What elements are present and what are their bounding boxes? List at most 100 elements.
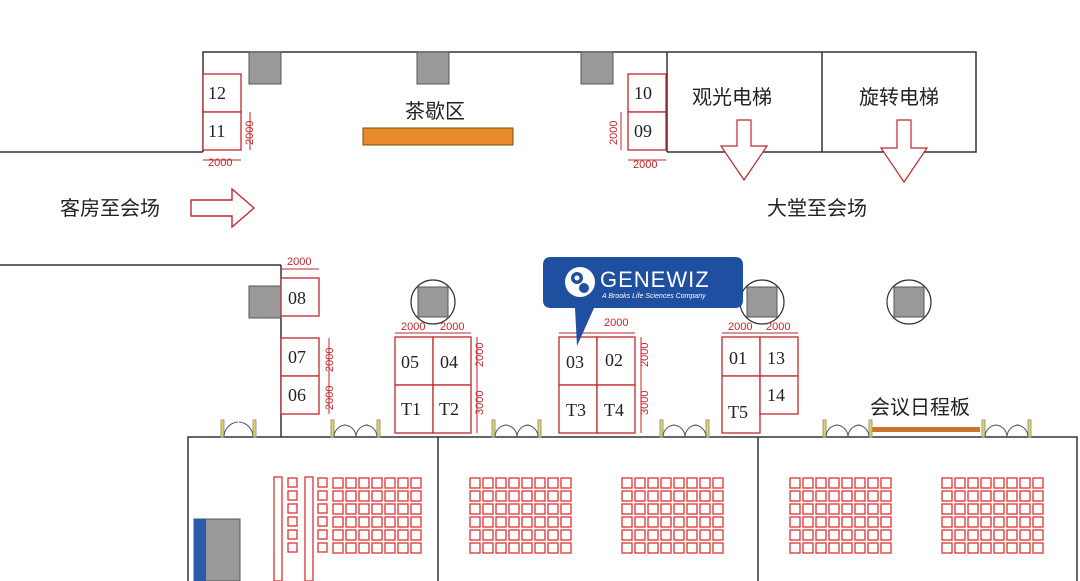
seat: [384, 529, 396, 541]
seat: [384, 516, 396, 528]
booth-t2[interactable]: T2: [432, 384, 472, 434]
dim-booth-11: 2000 2000: [203, 112, 256, 169]
left-hall: [193, 476, 314, 581]
svg-text:2000: 2000: [324, 386, 336, 410]
booth-02[interactable]: 02: [596, 336, 636, 386]
seat: [287, 529, 298, 540]
seat: [358, 516, 370, 528]
seat: [867, 516, 879, 528]
booth-08[interactable]: 08: [280, 277, 320, 317]
seat: [954, 490, 966, 502]
seat: [1019, 542, 1031, 554]
booth-09[interactable]: 09: [627, 111, 667, 151]
seat: [1019, 477, 1031, 489]
seat: [508, 490, 520, 502]
booth-05[interactable]: 05: [394, 336, 434, 386]
seat: [993, 516, 1005, 528]
seat: [980, 529, 992, 541]
genewiz-tagline: A Brooks Life Sciences Company: [601, 293, 706, 300]
svg-text:04: 04: [440, 352, 458, 372]
seat: [384, 503, 396, 515]
tea-break-label: 茶歇区: [405, 99, 465, 123]
seat: [841, 529, 853, 541]
seat: [317, 516, 328, 527]
seat: [287, 503, 298, 514]
seat: [660, 516, 672, 528]
booth-t3[interactable]: T3: [558, 384, 598, 434]
svg-text:01: 01: [729, 348, 747, 368]
svg-text:06: 06: [288, 385, 306, 405]
seat: [647, 503, 659, 515]
booth-t5[interactable]: T5: [721, 375, 761, 434]
svg-text:T5: T5: [728, 402, 748, 422]
door-icon: [491, 419, 542, 438]
pillar: [248, 51, 282, 85]
seat: [345, 503, 357, 515]
svg-text:14: 14: [767, 385, 785, 405]
pillar: [248, 285, 282, 319]
svg-text:2000: 2000: [728, 321, 752, 333]
lobby-to-venue-label: 大堂至会场: [767, 196, 867, 220]
seat: [673, 529, 685, 541]
seat: [560, 529, 572, 541]
booth-11[interactable]: 11: [202, 111, 242, 151]
genewiz-marker[interactable]: GENEWIZ A Brooks Life Sciences Company: [543, 257, 743, 346]
seat: [482, 490, 494, 502]
seat: [880, 477, 892, 489]
booth-10[interactable]: 10: [627, 73, 667, 113]
seat: [521, 477, 533, 489]
seat: [287, 542, 298, 553]
right-arrow-icon: [190, 187, 256, 229]
seat: [854, 529, 866, 541]
door-icon: [330, 419, 381, 438]
booth-03[interactable]: 03: [558, 336, 598, 386]
booth-01[interactable]: 01: [721, 336, 761, 377]
booth-t1[interactable]: T1: [394, 384, 434, 434]
seat: [980, 516, 992, 528]
seat: [332, 477, 344, 489]
seat: [332, 503, 344, 515]
seat: [521, 503, 533, 515]
seat: [980, 503, 992, 515]
booth-07[interactable]: 07: [280, 337, 320, 377]
seat: [317, 490, 328, 501]
seat: [712, 477, 724, 489]
seat: [660, 490, 672, 502]
seat: [712, 490, 724, 502]
seat: [345, 477, 357, 489]
seat: [686, 529, 698, 541]
seat: [534, 490, 546, 502]
seat: [482, 542, 494, 554]
seat: [699, 477, 711, 489]
booth-13[interactable]: 13: [759, 336, 799, 377]
stage-screen: [194, 519, 206, 581]
seat: [345, 529, 357, 541]
svg-text:09: 09: [634, 121, 652, 141]
seat: [547, 503, 559, 515]
booth-14[interactable]: 14: [759, 375, 799, 415]
svg-text:2000: 2000: [608, 121, 620, 145]
booth-04[interactable]: 04: [432, 336, 472, 386]
seat: [560, 490, 572, 502]
booth-06[interactable]: 06: [280, 375, 320, 415]
booth-12[interactable]: 12: [202, 73, 242, 113]
seat: [469, 542, 481, 554]
svg-text:12: 12: [208, 83, 226, 103]
seat: [547, 542, 559, 554]
seat: [495, 516, 507, 528]
seat: [508, 477, 520, 489]
seat: [828, 503, 840, 515]
seat: [712, 516, 724, 528]
seat: [841, 516, 853, 528]
seat: [521, 542, 533, 554]
booth-t4[interactable]: T4: [596, 384, 636, 434]
seat: [371, 516, 383, 528]
seat: [789, 503, 801, 515]
seat: [802, 529, 814, 541]
seat: [802, 477, 814, 489]
seat: [789, 490, 801, 502]
seat: [854, 542, 866, 554]
seat: [384, 477, 396, 489]
seat: [1006, 542, 1018, 554]
seat: [712, 503, 724, 515]
